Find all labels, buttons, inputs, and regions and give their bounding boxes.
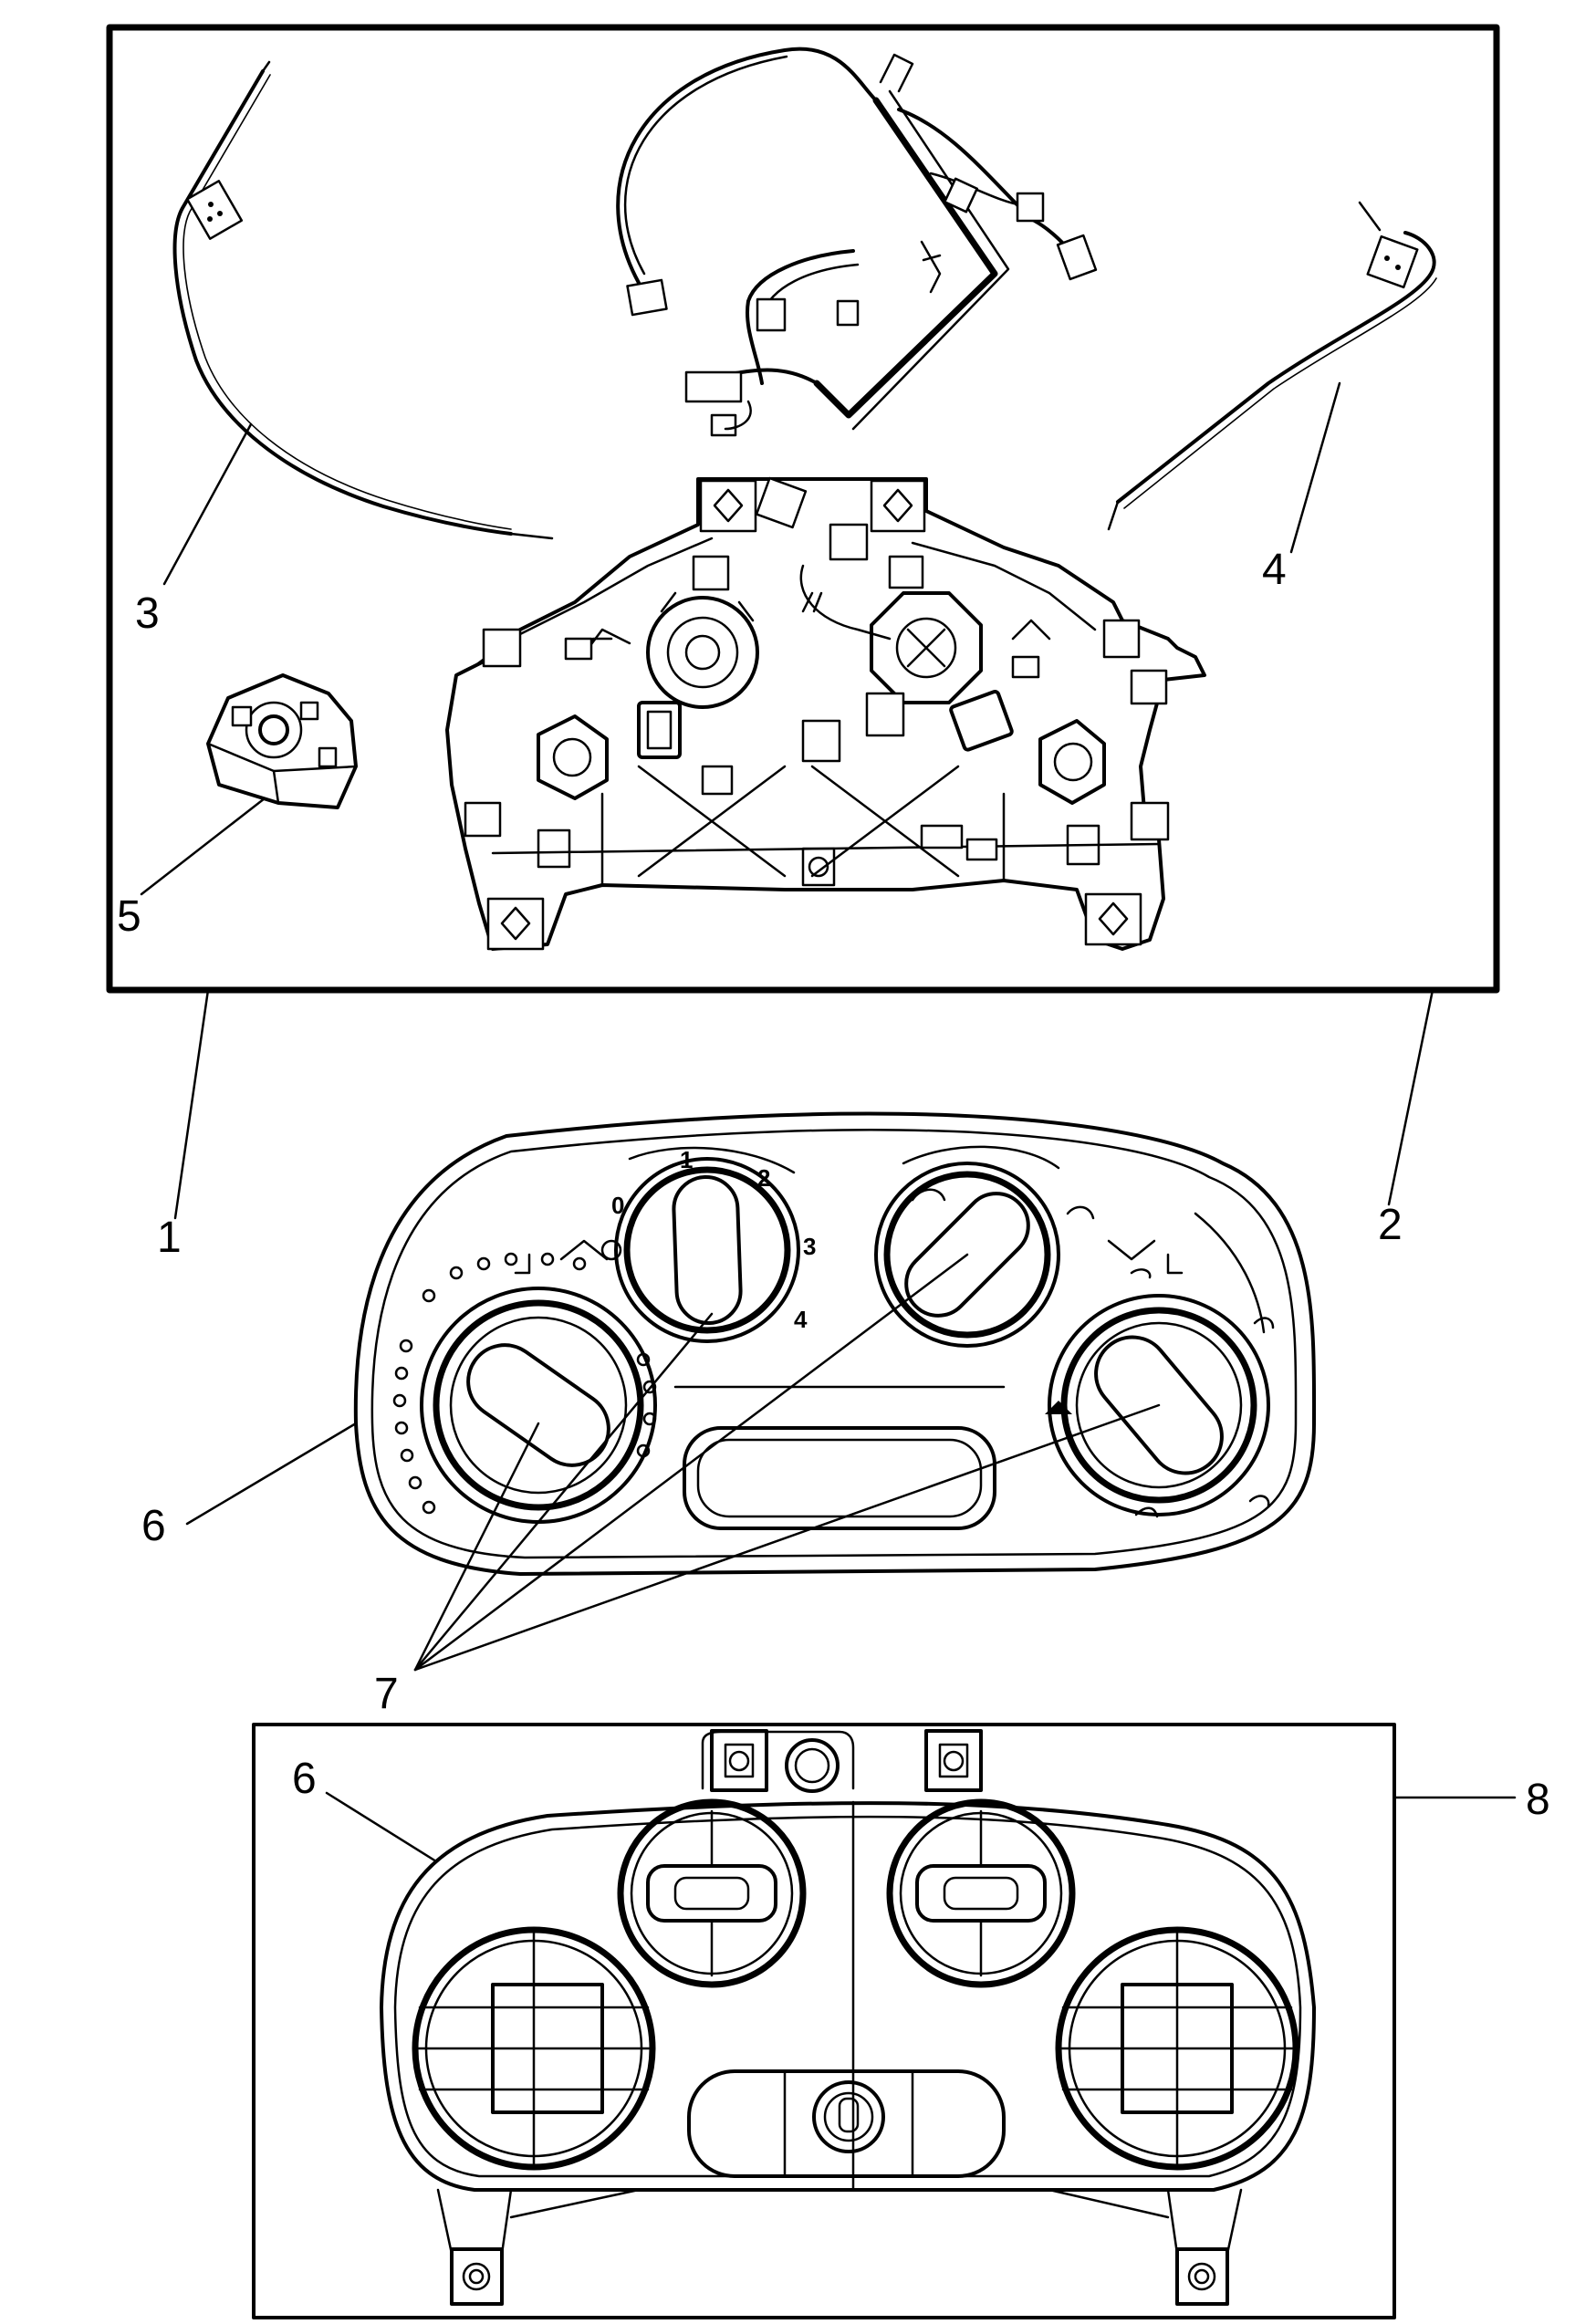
control-panel-front: 0 1 2 3 4 (353, 1111, 1317, 1576)
cable-3 (172, 60, 554, 540)
fan-speed-0: 0 (611, 1192, 624, 1219)
leader-2 (1387, 988, 1434, 1206)
callout-2: 2 (1378, 1201, 1403, 1249)
fan-speed-4: 4 (794, 1306, 808, 1333)
leader-3 (162, 422, 253, 586)
leader-6-rear (325, 1791, 438, 1863)
callout-3: 3 (135, 589, 160, 638)
leaders-7 (413, 1253, 1161, 1672)
hvac-control-housing (445, 476, 1206, 951)
callout-6-front: 6 (141, 1502, 166, 1550)
leader-5 (140, 797, 266, 896)
leader-6-front (185, 1422, 358, 1526)
callout-8: 8 (1526, 1776, 1550, 1824)
upper-assembly-group (106, 24, 1500, 994)
cable-4 (1107, 201, 1437, 531)
temperature-scale-dots (392, 1252, 657, 1515)
fan-speed-1: 1 (680, 1146, 693, 1173)
wiring-harness (616, 47, 1098, 437)
leader-1 (173, 988, 210, 1220)
blower-switch-5 (206, 673, 358, 809)
callout-1: 1 (157, 1214, 182, 1262)
upper-assembly-frame (106, 24, 1500, 994)
callout-4: 4 (1262, 546, 1287, 594)
callout-6-rear: 6 (292, 1755, 317, 1803)
callout-7: 7 (374, 1670, 399, 1718)
fan-speed-2: 2 (757, 1164, 770, 1192)
lower-assembly-group (252, 1723, 1517, 2319)
callout-5: 5 (117, 892, 141, 941)
control-panel-rear (380, 1801, 1316, 2192)
fan-speed-3: 3 (803, 1233, 816, 1260)
lower-assembly-frame (252, 1723, 1396, 2319)
leader-4 (1289, 381, 1341, 554)
